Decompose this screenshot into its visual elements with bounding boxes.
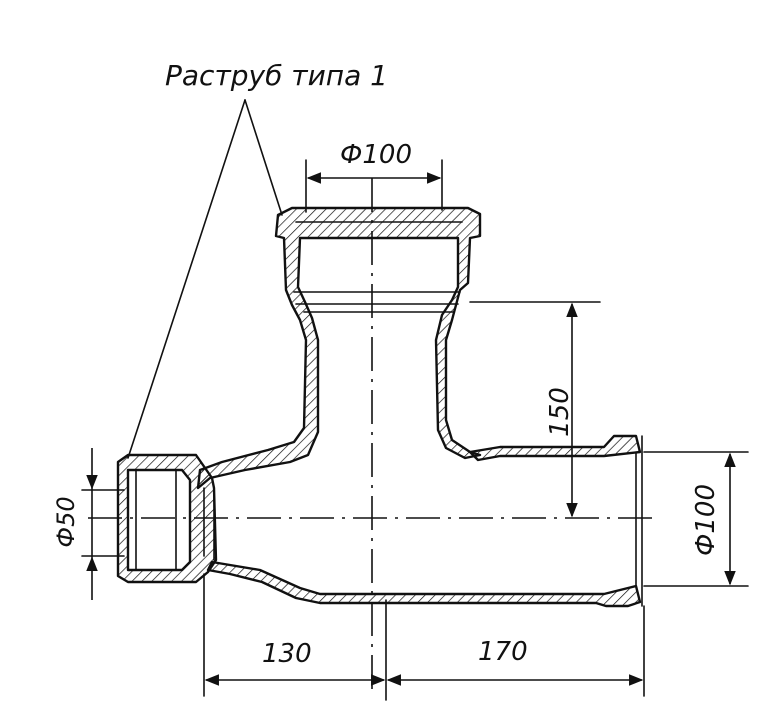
top-diameter-label: Ф100 — [340, 140, 412, 170]
left-socket-wall — [116, 453, 218, 584]
top-branch-wall — [196, 206, 482, 490]
right-diameter-label: Ф100 — [691, 484, 721, 556]
main-upper-wall-right — [468, 434, 642, 462]
main-lower-wall — [206, 560, 642, 608]
leader-line-left — [127, 99, 246, 459]
right-length-label: 170 — [478, 637, 528, 667]
left-diameter-label: Ф50 — [52, 496, 80, 547]
leader-line-right — [244, 99, 283, 216]
height-label: 150 — [545, 387, 575, 437]
title-label: Раструб типа 1 — [165, 59, 388, 92]
left-length-label: 130 — [262, 639, 312, 669]
